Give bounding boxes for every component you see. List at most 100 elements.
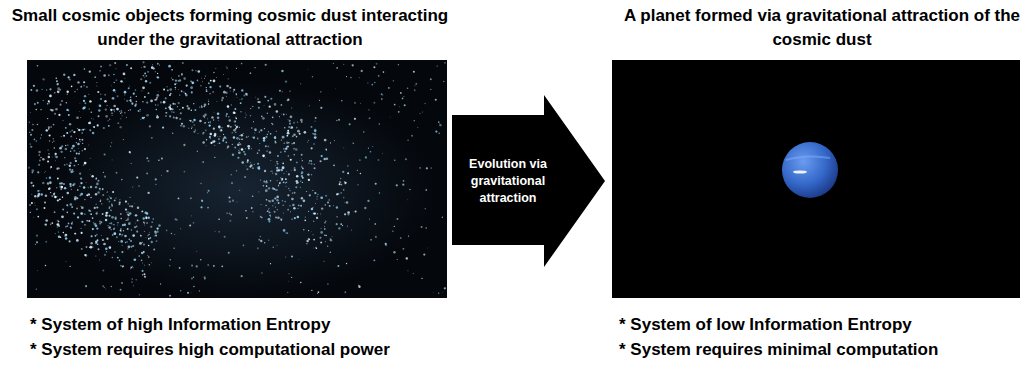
dust-particle [343,147,345,149]
dust-particle [199,290,200,291]
dust-particle [146,75,148,77]
dust-particle [105,214,108,217]
dust-particle [126,220,127,221]
dust-particle [208,122,209,123]
dust-particle [80,86,82,88]
dust-particle [95,193,97,195]
dust-particle [88,210,90,212]
dust-particle [238,151,241,154]
dust-particle [165,107,167,109]
dust-particle [54,147,55,148]
dust-particle [130,152,131,153]
dust-particle [98,109,100,111]
dust-particle [266,150,267,151]
dust-particle [97,239,99,241]
dust-particle [102,239,104,241]
dust-particle [168,65,171,68]
dust-particle [129,151,131,153]
dust-particle [203,132,204,133]
dust-particle [233,129,236,132]
dust-particle [143,244,145,246]
dust-particle [166,230,168,232]
dust-particle [222,97,224,99]
dust-particle [134,226,136,228]
dust-particle [207,207,209,209]
dust-particle [92,118,94,120]
dust-particle [265,205,267,207]
dust-particle [132,267,134,269]
dust-particle [69,169,71,171]
dust-particle [265,189,268,192]
dust-particle [109,201,111,203]
dust-particle [120,228,122,230]
dust-particle [193,119,195,121]
dust-particle [153,218,154,219]
dust-particle [144,225,146,227]
dust-particle [248,147,250,149]
dust-particle [50,166,52,168]
dust-particle [143,66,145,68]
dust-particle [172,103,174,105]
dust-particle [227,105,229,107]
dust-particle [61,136,62,137]
dust-particle [312,76,313,77]
dust-particle [48,100,50,102]
dust-particle [381,93,383,95]
dust-particle [263,181,265,183]
dust-particle [102,285,104,287]
dust-particle [153,249,155,251]
dust-particle [110,209,112,211]
dust-particle [302,182,303,183]
dust-particle [49,177,52,180]
dust-particle [277,217,279,219]
dust-particle [122,265,124,267]
dust-particle [276,199,279,202]
dust-particle [282,91,283,92]
dust-particle [56,83,58,85]
dust-particle [302,168,304,170]
bullet-note: * System of low Information Entropy [619,314,912,336]
dust-particle [441,292,443,294]
dust-particle [165,97,167,99]
dust-particle [287,209,289,211]
dust-particle [178,198,180,200]
dust-particle [202,161,204,163]
dust-particle [250,108,251,109]
dust-particle [171,77,173,79]
dust-particle [76,116,79,119]
dust-particle [70,227,72,229]
dust-particle [330,239,332,241]
dust-particle [142,262,144,264]
dust-particle [282,136,285,139]
dust-particle [314,212,316,214]
dust-particle [44,171,46,173]
dust-particle [260,240,262,242]
dust-particle [275,217,277,219]
dust-particle [57,220,58,221]
dust-particle [336,223,338,225]
dust-particle [423,253,425,255]
dust-particle [37,102,39,104]
dust-particle [344,291,346,293]
dust-particle [69,165,71,167]
dust-particle [372,146,374,148]
dust-particle [89,70,91,72]
dust-particle [343,63,345,65]
dust-particle [111,112,113,114]
dust-particle [131,102,133,104]
dust-particle [128,217,129,218]
dust-particle [207,192,208,193]
dust-particle [248,136,249,137]
dust-particle [83,85,84,86]
dust-particle [125,208,127,210]
dust-particle [287,132,290,135]
dust-particle [74,198,77,201]
dust-particle [291,126,293,128]
dust-particle [79,139,81,141]
dust-particle [105,108,107,110]
dust-particle [96,212,97,213]
dust-particle [223,138,225,140]
dust-particle [142,86,145,89]
dust-particle [31,129,33,131]
dust-particle [174,233,176,235]
